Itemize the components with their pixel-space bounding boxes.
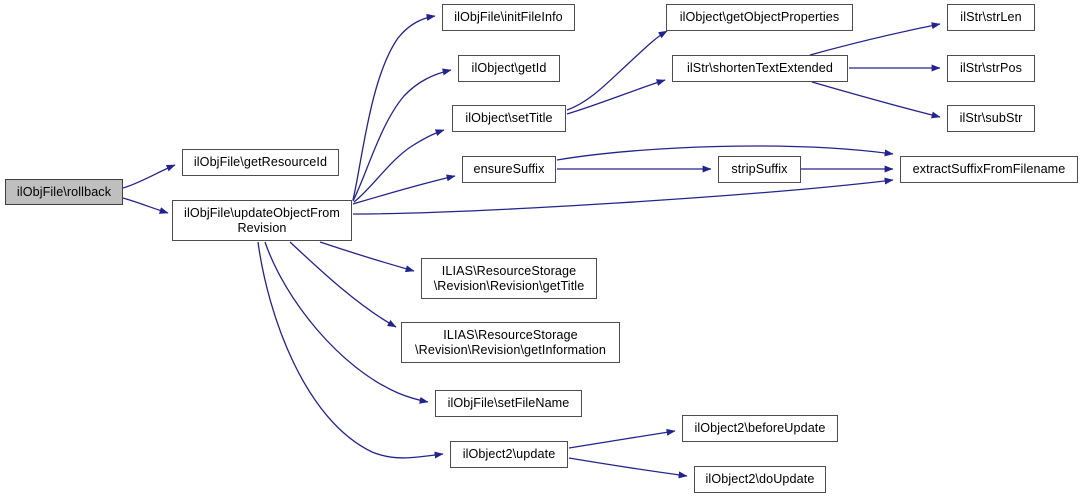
- call-edge-shortenTextExtended-to-strLen: [809, 22, 941, 56]
- call-edge-updateObjectFromRev-to-setTitle: [353, 129, 445, 203]
- node-label: ilObjFile\getResourceId: [193, 155, 328, 169]
- node-label: extractSuffixFromFilename: [912, 162, 1066, 176]
- call-graph-node-revGetInformation[interactable]: ILIAS\ResourceStorage \Revision\Revision…: [401, 322, 620, 363]
- call-edge-updateObjectFromRev-to-update: [257, 241, 444, 459]
- node-label: ilStr\shortenTextExtended: [686, 61, 833, 75]
- node-label: stripSuffix: [731, 162, 788, 176]
- call-graph-node-setFileName[interactable]: ilObjFile\setFileName: [435, 390, 582, 417]
- call-graph-node-getId[interactable]: ilObject\getId: [458, 55, 560, 82]
- call-edge-update-to-doUpdate: [568, 457, 688, 479]
- call-graph-node-subStr[interactable]: ilStr\subStr: [947, 105, 1035, 132]
- node-label: ilObjFile\updateObjectFrom Revision: [184, 205, 340, 235]
- node-label: ilStr\subStr: [959, 111, 1023, 125]
- call-edge-setTitle-to-shortenTextExtended: [566, 79, 666, 115]
- call-graph-node-doUpdate[interactable]: ilObject2\doUpdate: [694, 466, 826, 493]
- call-edge-rollback-to-update_obj: [122, 197, 169, 214]
- call-edge-updateObjectFromRev-to-setFileName: [264, 241, 429, 404]
- call-edge-updateObjectFromRev-to-extractSuffix: [352, 177, 894, 215]
- call-edge-updateObjectFromRev-to-initFileInfo: [352, 13, 436, 201]
- call-edge-updateObjectFromRev-to-revGetTitle: [319, 241, 415, 273]
- node-label: ILIAS\ResourceStorage \Revision\Revision…: [433, 263, 585, 293]
- node-label: ilObject\getId: [471, 61, 547, 75]
- call-graph-node-shortenTextExtended[interactable]: ilStr\shortenTextExtended: [672, 55, 848, 82]
- call-graph-node-ensureSuffix[interactable]: ensureSuffix: [462, 156, 556, 183]
- call-graph-node-beforeUpdate[interactable]: ilObject2\beforeUpdate: [682, 415, 838, 442]
- node-label: ILIAS\ResourceStorage \Revision\Revision…: [415, 327, 606, 357]
- node-label: ilStr\strLen: [960, 10, 1022, 24]
- call-edge-ensureSuffix-to-extractSuffix: [556, 145, 894, 161]
- call-graph-node-setTitle[interactable]: ilObject\setTitle: [452, 105, 566, 132]
- node-label: ilObjFile\rollback: [16, 184, 112, 199]
- call-edge-shortenTextExtended-to-subStr: [811, 81, 941, 119]
- call-edge-setTitle-to-getObjectProperties: [566, 30, 668, 111]
- node-label: ilObject2\doUpdate: [705, 472, 815, 486]
- call-edge-updateObjectFromRev-to-ensureSuffix: [352, 174, 456, 205]
- node-label: ensureSuffix: [473, 162, 545, 176]
- node-label: ilObject2\beforeUpdate: [694, 421, 826, 435]
- call-graph-node-revGetTitle[interactable]: ILIAS\ResourceStorage \Revision\Revision…: [421, 258, 597, 299]
- call-graph-node-strPos[interactable]: ilStr\strPos: [947, 55, 1035, 82]
- node-label: ilObjFile\setFileName: [447, 396, 570, 410]
- node-label: ilStr\strPos: [959, 61, 1023, 75]
- call-graph-node-getResourceId[interactable]: ilObjFile\getResourceId: [182, 149, 339, 176]
- call-graph-node-update[interactable]: ilObject2\update: [450, 441, 568, 468]
- call-edge-updateObjectFromRev-to-getId: [352, 68, 452, 202]
- call-edge-rollback-to-getResourceId: [122, 164, 176, 189]
- call-graph-node-extractSuffix[interactable]: extractSuffixFromFilename: [900, 156, 1078, 183]
- call-edge-updateObjectFromRev-to-revGetInformation: [289, 241, 397, 328]
- call-edge-update-to-beforeUpdate: [568, 428, 676, 449]
- node-label: ilObject\setTitle: [465, 111, 553, 125]
- call-graph-node-rollback[interactable]: ilObjFile\rollback: [5, 179, 123, 205]
- node-label: ilObjFile\initFileInfo: [454, 10, 563, 24]
- node-label: ilObject2\update: [462, 447, 556, 461]
- call-graph-node-strLen[interactable]: ilStr\strLen: [947, 4, 1035, 31]
- call-graph-node-getObjectProperties[interactable]: ilObject\getObjectProperties: [666, 4, 853, 31]
- call-graph-node-initFileInfo[interactable]: ilObjFile\initFileInfo: [442, 4, 575, 31]
- call-graph-node-updateObjectFromRev[interactable]: ilObjFile\updateObjectFrom Revision: [172, 200, 352, 241]
- call-graph-node-stripSuffix[interactable]: stripSuffix: [718, 156, 801, 183]
- node-label: ilObject\getObjectProperties: [679, 10, 840, 24]
